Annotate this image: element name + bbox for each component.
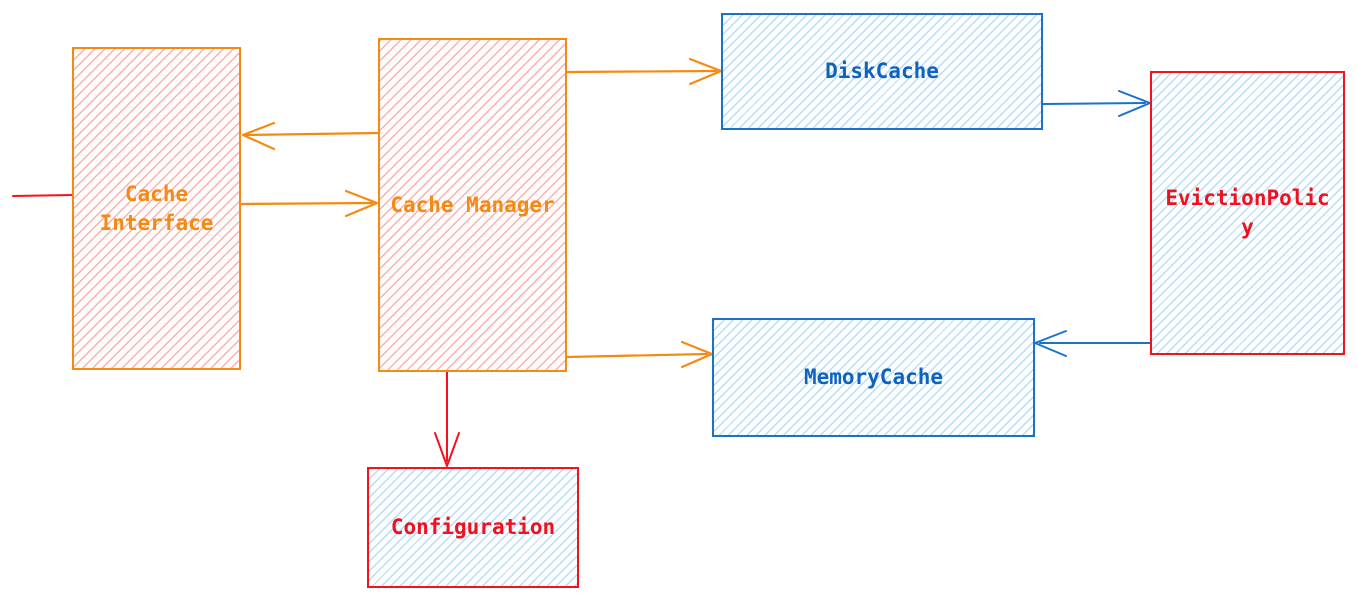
node-cache-interface-label: Cache Interface [99,181,214,235]
edge-cache-manager-to-memorycache [565,340,714,369]
node-eviction-policy-label: EvictionPolicy [1165,186,1330,239]
node-cache-manager: Cache Manager [378,38,567,372]
node-memory-cache-label: MemoryCache [803,365,944,390]
node-cache-interface: Cache Interface [72,47,241,370]
edge-evictionpolicy-to-memorycache [1034,330,1151,357]
node-eviction-policy: EvictionPolicy [1150,71,1345,355]
node-cache-manager-label: Cache Manager [390,192,555,217]
edge-cache-manager-to-configuration [434,371,460,467]
edge-diskcache-to-evictionpolicy [1042,90,1151,117]
node-disk-cache: DiskCache [721,13,1043,130]
edge-offscreen-to-cache-interface [12,194,74,197]
edge-cache-manager-to-cache-interface [241,121,380,151]
node-memory-cache: MemoryCache [712,318,1035,437]
node-disk-cache-label: DiskCache [825,59,939,84]
edge-cache-interface-to-cache-manager [240,189,379,218]
node-configuration: Configuration [367,467,579,588]
edge-cache-manager-to-diskcache [565,57,723,86]
node-configuration-label: Configuration [390,515,556,540]
